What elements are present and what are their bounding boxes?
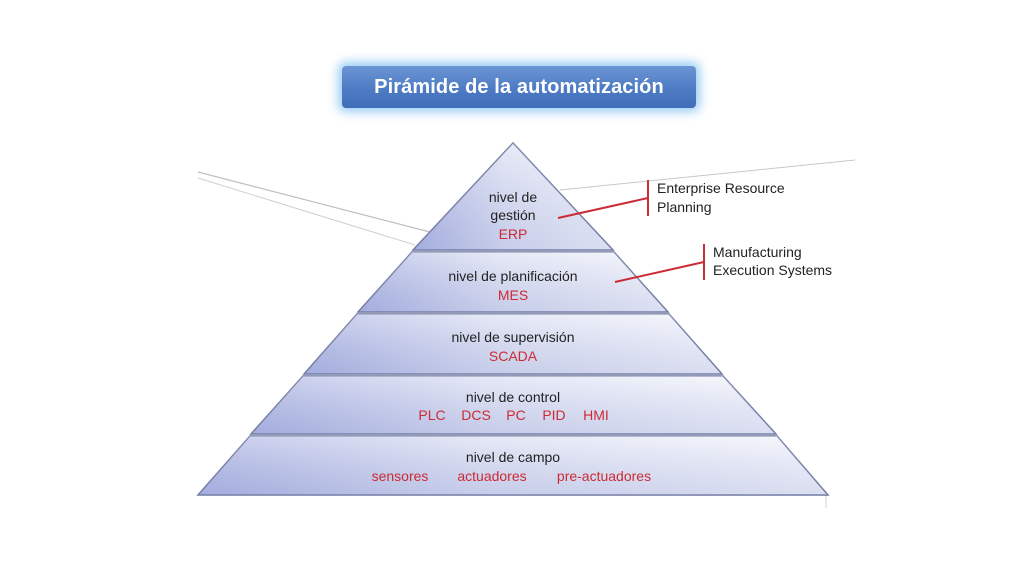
pyramid-level-control [249, 375, 778, 435]
title-text: Pirámide de la automatización [374, 75, 664, 98]
callout-mes-connector [614, 261, 705, 283]
level-control-label: nivel de control [466, 389, 560, 405]
title-banner: Pirámide de la automatización [342, 66, 696, 108]
level-campo-item-pre-actuadores: pre-actuadores [557, 468, 651, 484]
background-guide-line [559, 159, 856, 191]
level-control-item-pc: PC [506, 407, 525, 423]
pyramid-level-gestion [411, 141, 615, 251]
background-guide-line [197, 177, 416, 246]
level-control-item-dcs: DCS [461, 407, 491, 423]
level-control-item-hmi: HMI [583, 407, 609, 423]
pyramid-level-campo [196, 435, 830, 496]
callout-mes-line-1: Manufacturing [713, 244, 802, 260]
callout-erp-connector [557, 197, 649, 219]
level-control-item-plc: PLC [418, 407, 445, 423]
pyramid-level-planificacion [356, 251, 670, 313]
callout-erp-line-2: Planning [657, 199, 712, 215]
level-campo-item-actuadores: actuadores [457, 468, 526, 484]
level-planificacion-code: MES [498, 287, 528, 303]
callout-mes-line-2: Execution Systems [713, 262, 832, 278]
background-guide-line [197, 171, 431, 233]
level-campo-item-sensores: sensores [372, 468, 429, 484]
level-gestion-code: ERP [499, 226, 528, 242]
level-planificacion-label: nivel de planificación [448, 268, 577, 284]
level-supervision-code: SCADA [489, 348, 538, 364]
level-campo-label: nivel de campo [466, 449, 560, 465]
level-gestion-label-line-2: gestión [490, 207, 535, 223]
level-control-item-pid: PID [542, 407, 565, 423]
level-gestion-label-line-1: nivel de [489, 189, 537, 205]
callout-erp-line-1: Enterprise Resource [657, 180, 785, 196]
level-supervision-label: nivel de supervisión [452, 329, 575, 345]
pyramid-level-supervision [302, 313, 724, 375]
